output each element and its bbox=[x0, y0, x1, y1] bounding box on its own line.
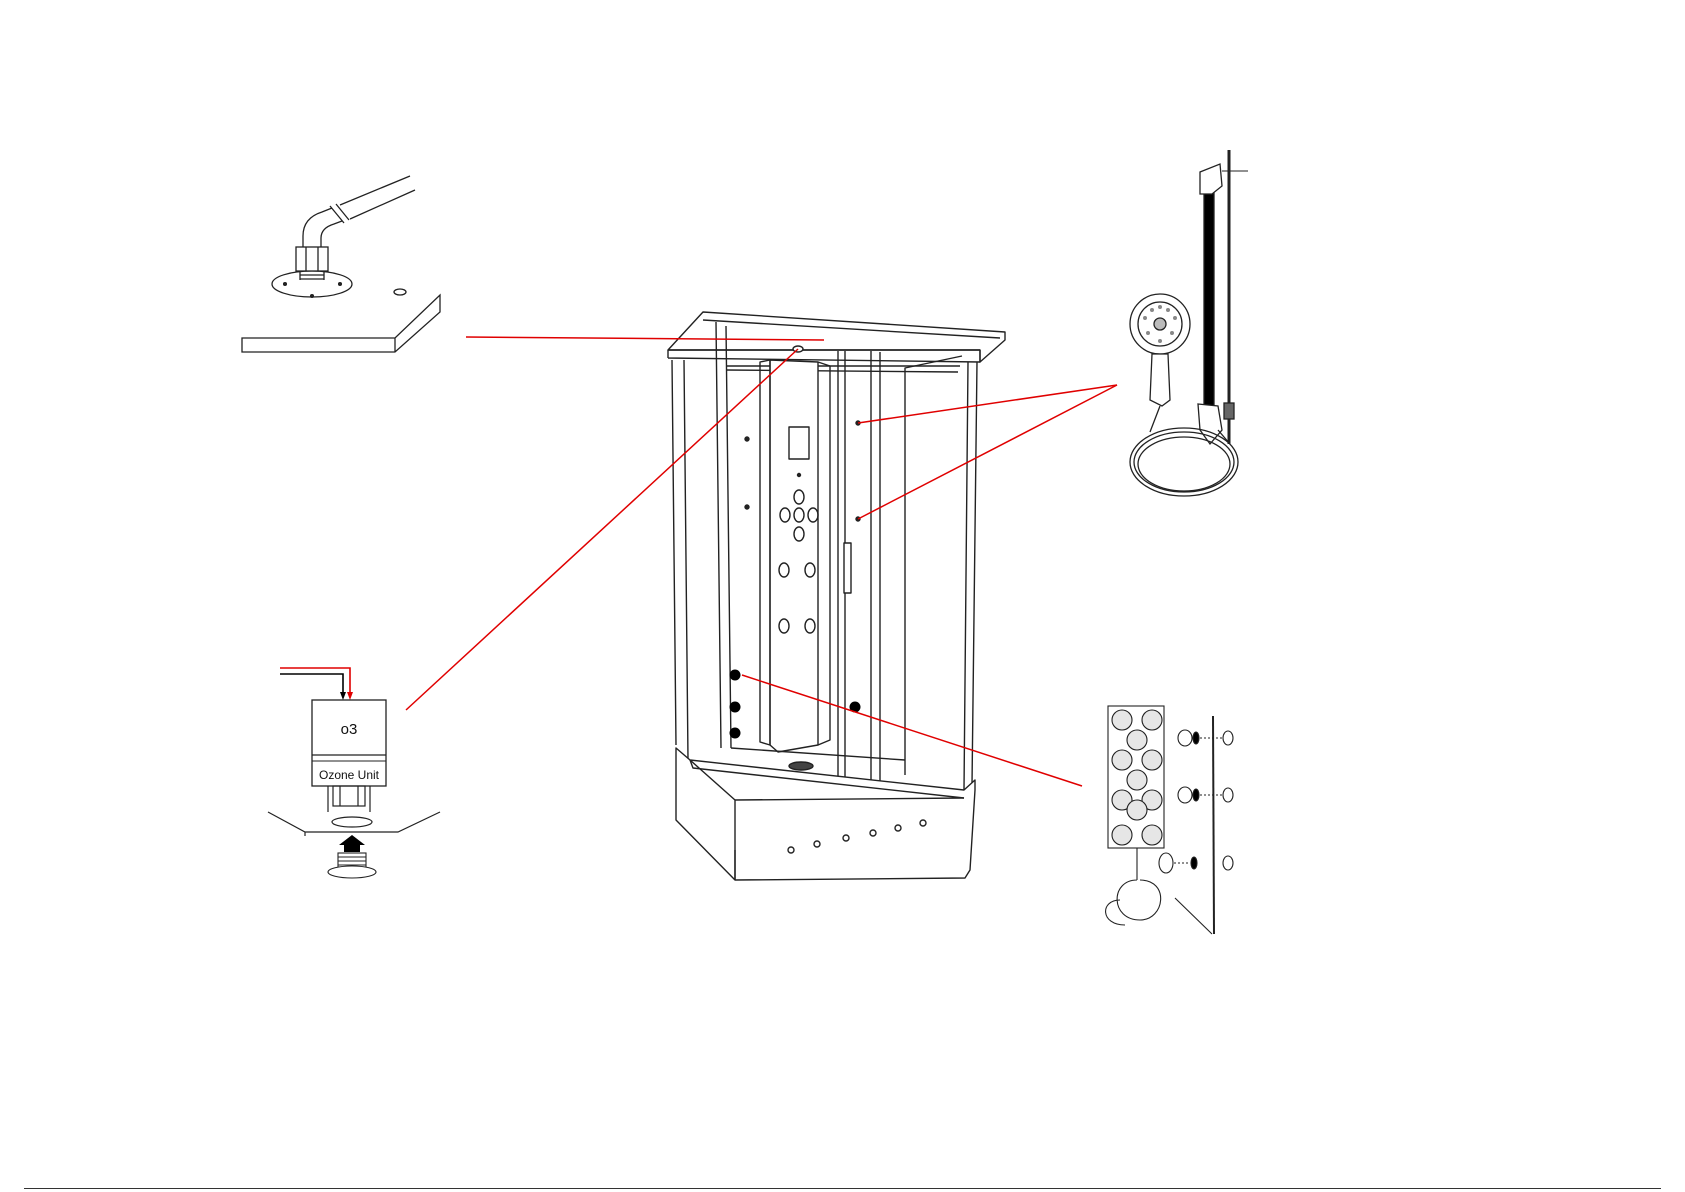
door-handle bbox=[844, 543, 851, 593]
callout-lines bbox=[406, 337, 1117, 786]
hex-nut bbox=[296, 247, 328, 271]
side-jet-point bbox=[730, 670, 741, 681]
shower-cabin bbox=[668, 312, 1005, 880]
mounting-hole bbox=[332, 817, 372, 827]
control-column bbox=[770, 360, 818, 752]
body-jet-panel-detail bbox=[1106, 706, 1233, 934]
braided-hose bbox=[340, 176, 415, 219]
shower-tray bbox=[676, 748, 975, 880]
tray-drain bbox=[789, 762, 813, 770]
jet-nozzles bbox=[1159, 730, 1225, 873]
ozone-symbol: o3 bbox=[341, 721, 358, 738]
right-frame bbox=[964, 362, 977, 790]
cabin-roof bbox=[668, 312, 1005, 362]
callout-rail-upper bbox=[858, 385, 1117, 423]
wall-plate bbox=[1213, 716, 1214, 934]
callout-rail-lower bbox=[858, 385, 1117, 519]
page-bottom-rule bbox=[24, 1188, 1661, 1189]
up-arrow-icon bbox=[339, 835, 365, 852]
panel-hose bbox=[1106, 848, 1161, 925]
callout-top-fitting bbox=[466, 337, 824, 340]
left-frame bbox=[672, 360, 688, 760]
threaded-fitting bbox=[328, 853, 376, 878]
hand-shower-detail bbox=[1130, 150, 1248, 496]
top-fitting-detail bbox=[242, 176, 440, 352]
red-wire bbox=[280, 668, 350, 697]
black-wire bbox=[280, 674, 343, 697]
roof-slab bbox=[242, 295, 440, 352]
ozone-unit-label: Ozone Unit bbox=[319, 768, 380, 782]
callout-ozone-unit bbox=[406, 349, 798, 710]
coiled-hose bbox=[1130, 428, 1238, 496]
ozone-unit-detail: o3 Ozone Unit bbox=[268, 668, 440, 878]
